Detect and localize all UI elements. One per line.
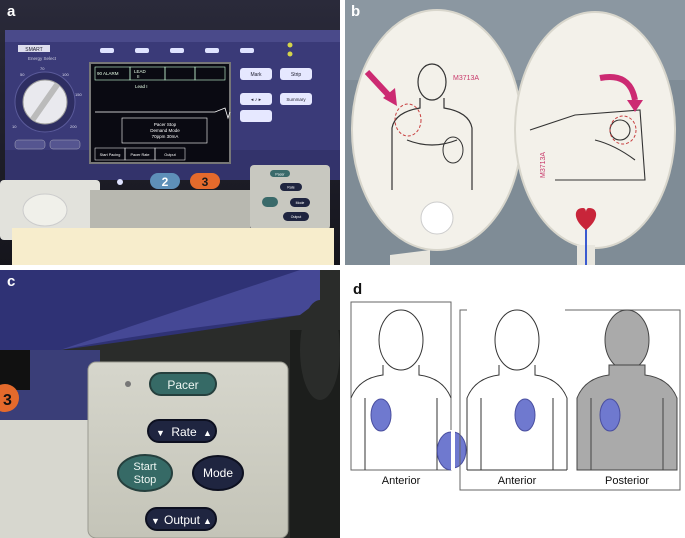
pacer-key[interactable] — [270, 170, 290, 177]
screen-lead-number: II — [137, 74, 140, 79]
heart-icon — [575, 208, 597, 230]
figure-posterior — [576, 309, 678, 471]
defibrillator-photo: SMART Energy Select 50 70 100 150 10 200 90 … — [0, 0, 340, 265]
figure-anterior-2 — [466, 302, 568, 471]
brand-badge — [18, 45, 50, 52]
rate-key[interactable] — [280, 183, 302, 191]
monitor-screen — [89, 62, 231, 164]
screen-alarm-text: 90 ALARM — [97, 71, 119, 76]
left-pad-torso-diagram — [391, 63, 473, 190]
output-down-icon: ▼ — [151, 516, 160, 526]
strip-button-label: Strip — [291, 72, 302, 78]
panel-c-pacer-controls: 3 Pacer ▼ Rate ▲ Start Stop Mode ▼ Outpu… — [0, 270, 340, 538]
shock-number: 3 — [202, 175, 209, 189]
right-pad-code: M3713A — [540, 152, 547, 178]
shock-button-partial[interactable] — [0, 384, 19, 412]
energy-select-label: Energy Select — [28, 56, 57, 61]
figure-anterior-1 — [350, 301, 467, 471]
strip-button[interactable] — [280, 68, 312, 80]
rate-key-label: Rate — [287, 186, 294, 190]
speaker-icon: ◂ ♪ ▸ — [251, 97, 262, 103]
anterior-posterior-box — [459, 309, 681, 491]
shock-number-partial: 3 — [3, 392, 12, 409]
panel-label-b: b — [351, 3, 361, 20]
charge-button[interactable] — [150, 173, 180, 189]
mode-button-label: Mode — [203, 466, 233, 480]
pacer-status-line1: Pacer Stop — [154, 122, 177, 127]
pacer-keypad — [250, 165, 330, 230]
pacer-button[interactable] — [149, 372, 217, 396]
pacer-status-box — [121, 117, 208, 144]
manual-on-button[interactable] — [14, 139, 46, 150]
aed-on-button[interactable] — [49, 139, 81, 150]
pacer-status-line3: 70ppm 30mA — [152, 134, 179, 139]
pacer-controls-photo: 3 Pacer ▼ Rate ▲ Start Stop Mode ▼ Outpu… — [0, 270, 340, 538]
pacer-key-label: Pacer — [275, 173, 285, 177]
device-upper-purple — [0, 270, 300, 350]
panel-label-a: a — [7, 3, 16, 20]
softkey-start-pacing: Start Pacing — [100, 153, 121, 157]
posterior-label: Posterior — [605, 475, 649, 487]
svg-text:100: 100 — [62, 72, 69, 77]
shock-button[interactable] — [190, 173, 220, 189]
screen-lead-label: Lead I — [135, 84, 148, 89]
lead-select-button[interactable] — [240, 110, 272, 122]
mode-key[interactable] — [290, 198, 310, 207]
output-key-label: Output — [291, 215, 302, 219]
mark-button-label: Mark — [250, 72, 262, 78]
printer-paper — [12, 228, 334, 265]
pacer-button-label: Pacer — [167, 378, 198, 392]
volume-button[interactable] — [240, 93, 272, 105]
stop-label: Stop — [134, 474, 157, 486]
pads-photo: M3713A M3713A — [345, 0, 685, 265]
start-label: Start — [133, 461, 156, 473]
output-up-icon: ▲ — [203, 516, 212, 526]
placement-diagram: Anterior Anterior Posterior — [350, 301, 681, 491]
panel-label-d: d — [353, 281, 363, 298]
anterior-label-1: Anterior — [382, 475, 421, 487]
anterior-label-2: Anterior — [498, 475, 537, 487]
svg-text:150: 150 — [75, 92, 82, 97]
pacer-keypad-closeup — [87, 361, 289, 538]
panel-label-c: c — [7, 273, 16, 290]
svg-text:10: 10 — [12, 124, 17, 129]
rate-button[interactable] — [147, 419, 217, 443]
pad-right-chest-icon — [370, 398, 392, 432]
rate-down-icon: ▼ — [156, 428, 165, 438]
right-pad-arrow-icon — [599, 74, 638, 101]
output-button[interactable] — [145, 507, 217, 531]
svg-text:200: 200 — [70, 124, 77, 129]
softkey-pacer-rate: Pacer Rate — [131, 153, 150, 157]
left-pad-code: M3713A — [453, 75, 479, 82]
screen-lead-header: LEAD — [134, 69, 147, 74]
mode-button[interactable] — [192, 455, 244, 491]
softkey-output: Output — [164, 153, 176, 157]
start-stop-key[interactable] — [262, 197, 278, 207]
left-pad-connector — [420, 201, 454, 235]
summary-button[interactable] — [280, 93, 312, 105]
mark-button[interactable] — [240, 68, 272, 80]
panel-b-electrode-pads: M3713A M3713A — [345, 0, 685, 265]
panel-a-defibrillator-front: SMART Energy Select 50 70 100 150 10 200 90 … — [0, 0, 340, 265]
charge-number: 2 — [162, 175, 169, 189]
panel-d-placement-diagram: Anterior Anterior Posterior — [345, 270, 685, 538]
mode-key-label: Mode — [296, 201, 305, 205]
output-key[interactable] — [283, 212, 309, 221]
summary-button-label: Summary — [286, 97, 306, 102]
rate-button-label: Rate — [171, 425, 197, 439]
output-button-label: Output — [164, 513, 201, 527]
pad-posterior-icon — [599, 398, 621, 432]
right-pad-back-diagram — [529, 109, 646, 181]
start-stop-button[interactable] — [117, 454, 173, 492]
brand-text: SMART — [25, 47, 42, 53]
svg-text:50: 50 — [20, 72, 25, 77]
svg-text:70: 70 — [40, 66, 45, 71]
pad-anterior-icon — [514, 398, 536, 432]
rate-up-icon: ▲ — [203, 428, 212, 438]
pacer-status-line2: Demand Mode — [150, 128, 180, 133]
